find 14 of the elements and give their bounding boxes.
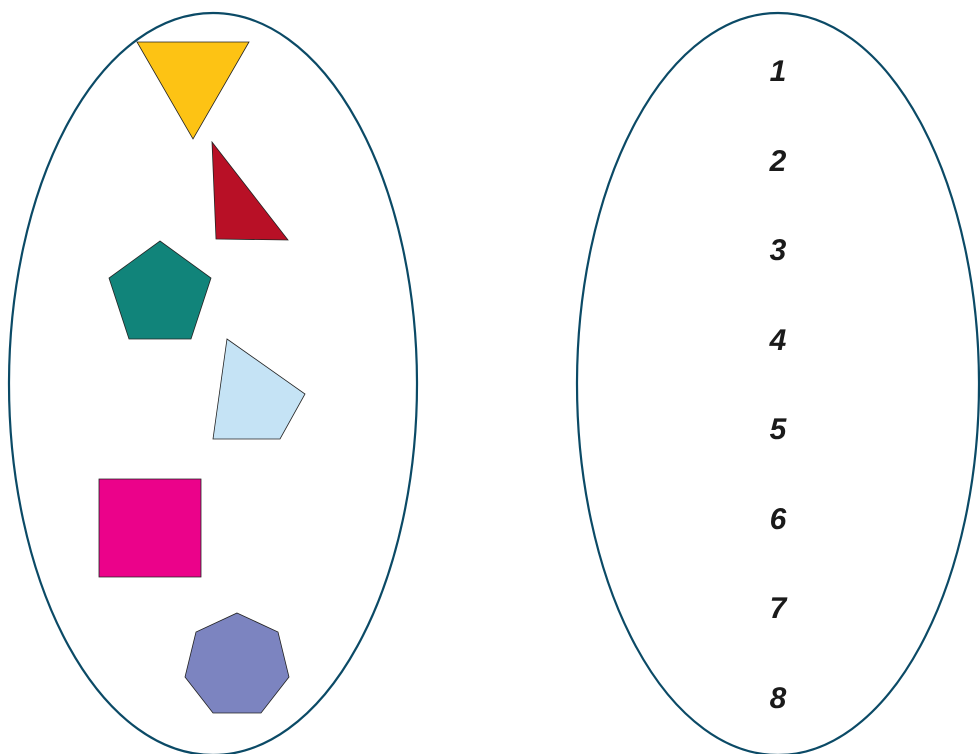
number-label: 5 xyxy=(770,415,786,445)
quadrilateral-shape xyxy=(212,338,306,440)
number-label: 8 xyxy=(770,684,786,714)
square-shape xyxy=(98,478,202,578)
number-label: 6 xyxy=(770,505,786,535)
number-label: 2 xyxy=(770,147,786,177)
number-label: 7 xyxy=(770,594,786,624)
number-label: 1 xyxy=(770,57,786,87)
triangle-shape xyxy=(211,141,289,241)
number-label: 3 xyxy=(770,236,786,266)
triangle-shape xyxy=(136,41,250,140)
number-label: 4 xyxy=(770,326,786,356)
pentagon-shape xyxy=(108,240,212,340)
heptagon-shape xyxy=(184,612,290,714)
